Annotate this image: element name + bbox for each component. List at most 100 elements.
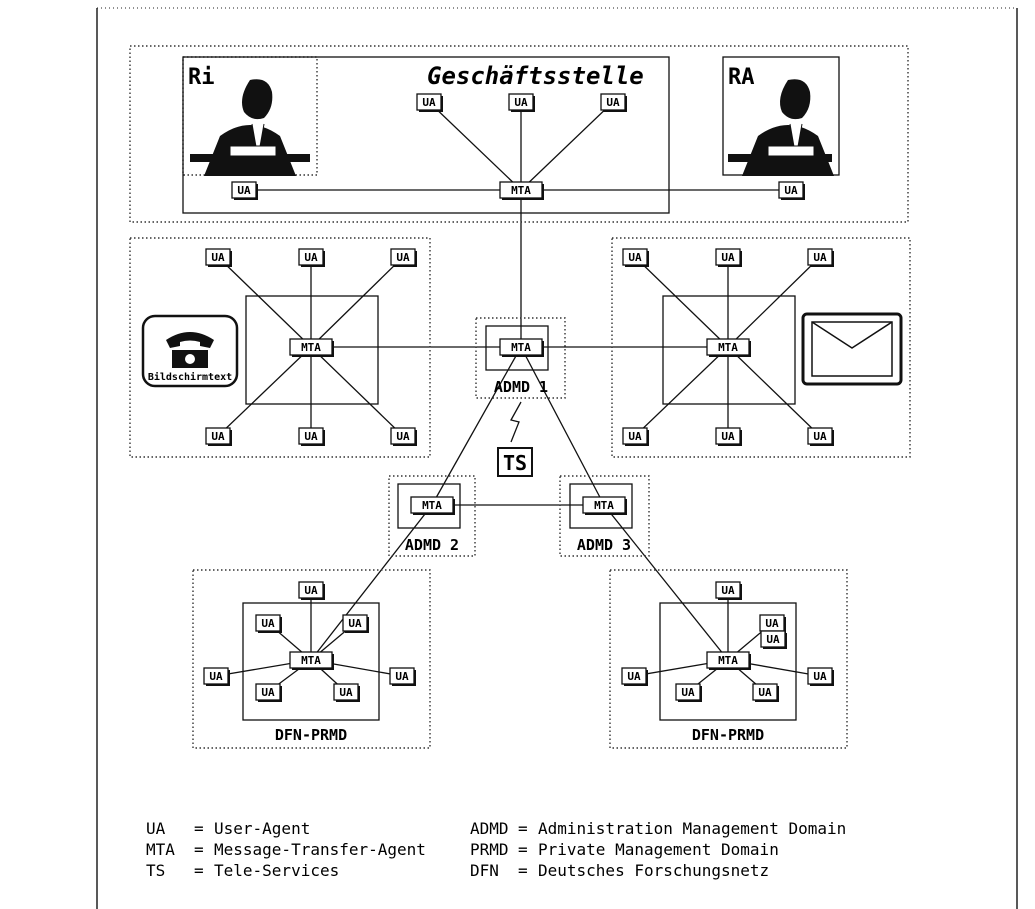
link-line (311, 257, 403, 347)
ua-box: UA (256, 684, 282, 702)
ua-box: UA (204, 668, 230, 686)
ua-box: UA (417, 94, 443, 112)
mta-box: MTA (583, 497, 627, 515)
ua-box-label: UA (758, 686, 772, 699)
legend-text: User-Agent (214, 819, 310, 838)
ua-box: UA (601, 94, 627, 112)
ua-box: UA (716, 428, 742, 446)
legend-abbr: PRMD (470, 840, 509, 859)
ua-box-label: UA (721, 584, 735, 597)
ua-box: UA (206, 428, 232, 446)
mta-box: MTA (411, 497, 455, 515)
mta-box: MTA (500, 339, 544, 357)
mta-box-label: MTA (511, 184, 531, 197)
ua-box-label: UA (304, 584, 318, 597)
ua-box: UA (761, 631, 787, 649)
legend-abbr: MTA (146, 840, 175, 859)
ua-box-label: UA (339, 686, 353, 699)
ua-box: UA (623, 428, 649, 446)
ua-box: UA (334, 684, 360, 702)
ua-box: UA (206, 249, 232, 267)
label-ri: Ri (188, 65, 215, 90)
legend-text: Message-Transfer-Agent (214, 840, 426, 859)
legend-sep: = (518, 819, 528, 838)
ua-box-label: UA (304, 251, 318, 264)
ua-box-label: UA (211, 430, 225, 443)
ua-box: UA (509, 94, 535, 112)
ua-box-label: UA (765, 617, 779, 630)
legend-text: Private Management Domain (538, 840, 779, 859)
link-line (429, 102, 521, 190)
link-line (311, 347, 403, 436)
legend-sep: = (518, 840, 528, 859)
label-prmd-left: DFN-PRMD (275, 726, 347, 744)
ua-box-label: UA (721, 430, 735, 443)
ua-box-label: UA (261, 686, 275, 699)
ua-box: UA (779, 182, 805, 200)
ua-box: UA (391, 249, 417, 267)
legend-abbr: TS (146, 861, 165, 880)
ua-box-label: UA (514, 96, 528, 109)
ua-box: UA (622, 668, 648, 686)
ua-box: UA (716, 582, 742, 600)
mta-box-label: MTA (594, 499, 614, 512)
ua-box: UA (623, 249, 649, 267)
label-prmd-right: DFN-PRMD (692, 726, 764, 744)
legend-sep: = (194, 861, 204, 880)
ua-box: UA (343, 615, 369, 633)
legend-text: Deutsches Forschungsnetz (538, 861, 769, 880)
mta-box-label: MTA (511, 341, 531, 354)
legend: UA = User-Agent MTA = Message-Transfer-A… (146, 819, 846, 880)
ua-box-label: UA (628, 251, 642, 264)
mta-box: MTA (500, 182, 544, 200)
ua-box-label: UA (627, 670, 641, 683)
mta-box: MTA (707, 652, 751, 670)
label-admd3: ADMD 3 (577, 536, 631, 554)
mta-box-label: MTA (422, 499, 442, 512)
ua-box-label: UA (395, 670, 409, 683)
ua-box: UA (808, 668, 834, 686)
legend-sep: = (518, 861, 528, 880)
label-geschaeftsstelle: Geschäftsstelle (427, 62, 644, 90)
ua-box: UA (299, 582, 325, 600)
label-admd1: ADMD 1 (494, 378, 548, 396)
person-icon (728, 79, 834, 176)
ua-box: UA (676, 684, 702, 702)
ua-box: UA (232, 182, 258, 200)
mta-box: MTA (290, 652, 334, 670)
mta-box-label: MTA (718, 341, 738, 354)
ua-box-label: UA (422, 96, 436, 109)
ua-box-label: UA (721, 251, 735, 264)
ua-box: UA (299, 249, 325, 267)
ua-box-label: UA (396, 251, 410, 264)
person-icon (190, 79, 310, 176)
ua-box-label: UA (813, 430, 827, 443)
ua-box-label: UA (681, 686, 695, 699)
ua-box-label: UA (396, 430, 410, 443)
ua-box-label: UA (813, 251, 827, 264)
mta-box-label: MTA (718, 654, 738, 667)
mta-box-label: MTA (301, 654, 321, 667)
ua-box: UA (808, 428, 834, 446)
ua-box: UA (256, 615, 282, 633)
ua-box-label: UA (784, 184, 798, 197)
mta-box-label: MTA (301, 341, 321, 354)
ts-lightning (511, 402, 521, 442)
ua-box: UA (808, 249, 834, 267)
ua-box-label: UA (261, 617, 275, 630)
label-ra: RA (728, 65, 755, 90)
ua-box: UA (716, 249, 742, 267)
legend-sep: = (194, 840, 204, 859)
link-line (635, 347, 728, 436)
ua-box-label: UA (813, 670, 827, 683)
label-bildschirmtext: Bildschirmtext (148, 371, 232, 383)
ua-box-label: UA (348, 617, 362, 630)
legend-abbr: UA (146, 819, 166, 838)
ua-box: UA (760, 615, 786, 633)
legend-text: Tele-Services (214, 861, 339, 880)
ua-box: UA (390, 668, 416, 686)
mta-box: MTA (707, 339, 751, 357)
label-ts: TS (503, 451, 527, 475)
